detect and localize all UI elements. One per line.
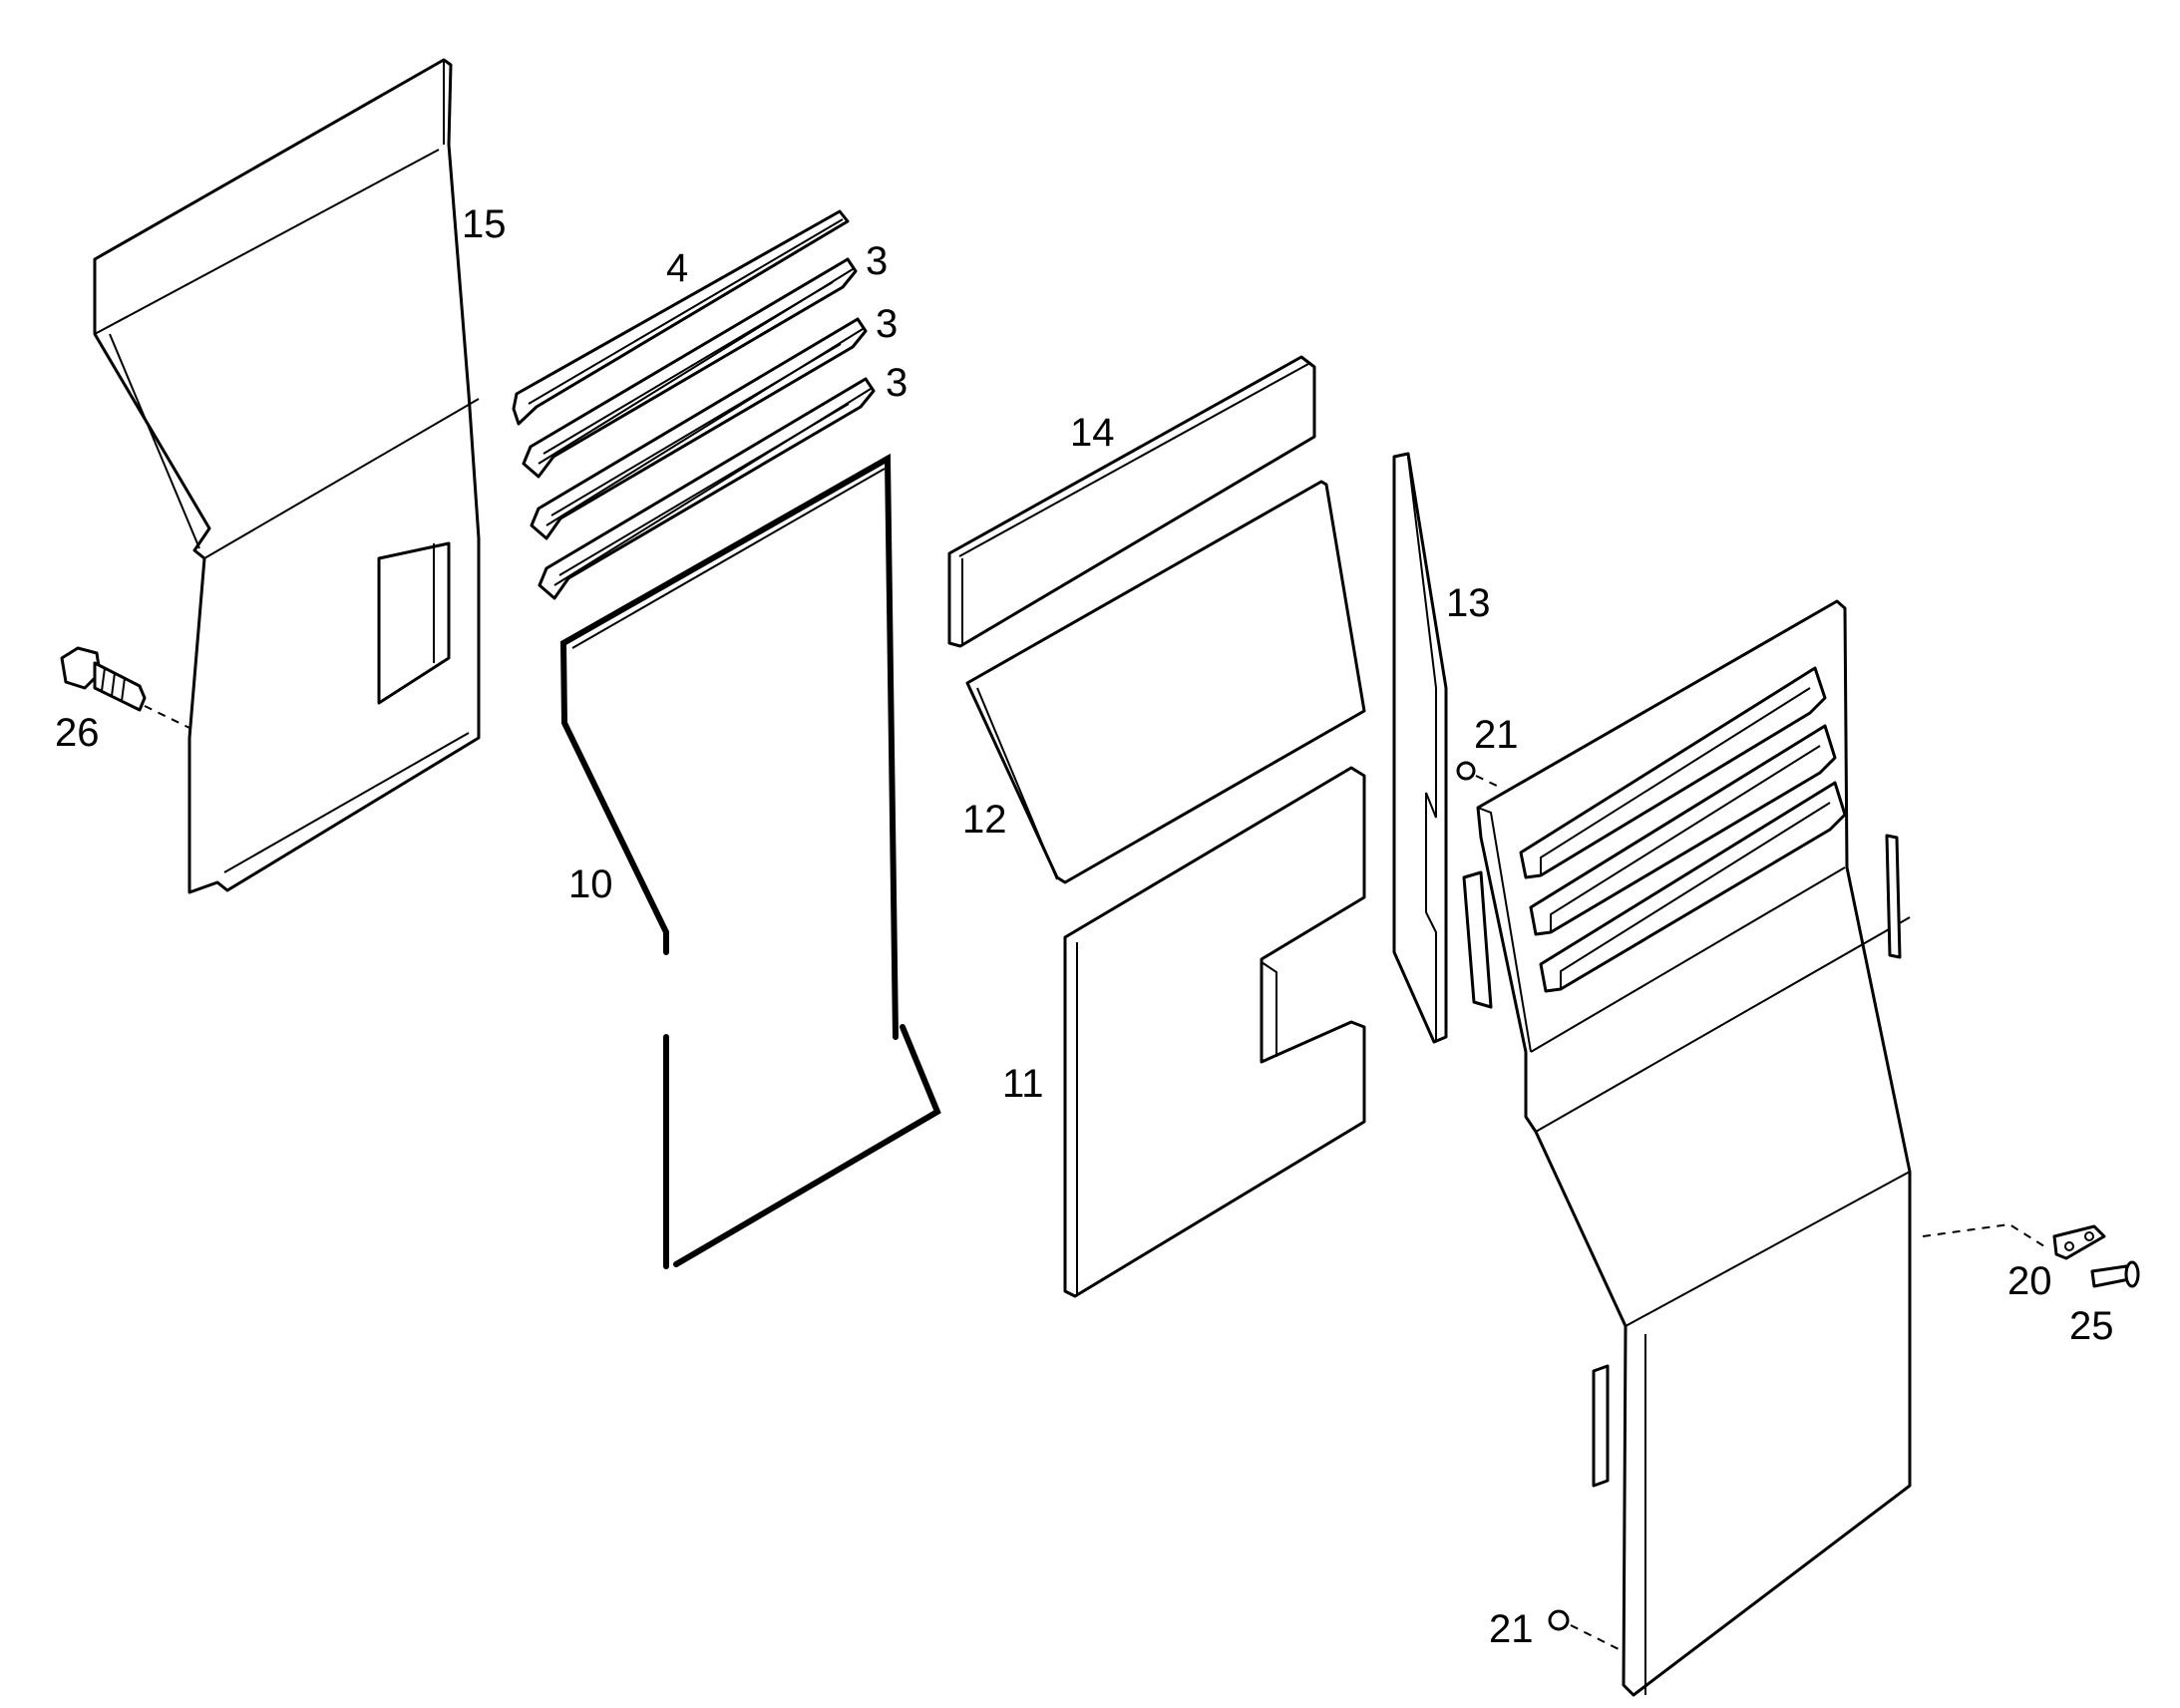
part-21-screw-lower — [1548, 1609, 1622, 1651]
part-21-screw-upper — [1456, 761, 1502, 789]
part-20-latch-bracket — [1922, 1222, 2106, 1260]
callout-14: 14 — [1070, 411, 1115, 455]
part-3-angle-strip-top — [522, 257, 858, 479]
callout-3-middle: 3 — [876, 302, 898, 346]
callout-10: 10 — [568, 862, 613, 906]
part-12-panel — [965, 480, 1366, 884]
callout-20: 20 — [2007, 1259, 2052, 1303]
callout-25: 25 — [2069, 1304, 2114, 1348]
part-4-strip — [512, 209, 850, 426]
callout-26: 26 — [55, 711, 100, 755]
part-3-angle-strip-bottom — [538, 377, 876, 600]
callout-3-bottom: 3 — [886, 361, 908, 405]
part-25-pin — [2090, 1260, 2140, 1288]
callout-21-lower: 21 — [1489, 1607, 1534, 1651]
callout-21-upper: 21 — [1474, 713, 1519, 757]
part-10-gasket — [559, 453, 941, 1269]
callout-4: 4 — [666, 246, 688, 290]
callout-15: 15 — [462, 202, 507, 246]
callout-labels: 15 4 3 3 3 14 13 21 26 12 10 11 20 25 21 — [55, 202, 2114, 1651]
part-3-angle-strip-middle — [530, 317, 868, 540]
callout-3-top: 3 — [866, 239, 888, 283]
part-26-screw — [60, 646, 190, 729]
callout-13: 13 — [1446, 581, 1491, 625]
part-15-back-panel — [93, 58, 481, 894]
part-11-c-panel — [1063, 766, 1366, 1298]
part-14-board — [947, 355, 1316, 648]
main-front-panel — [1462, 599, 1912, 1697]
callout-11: 11 — [1002, 1062, 1044, 1106]
part-13-strip — [1392, 452, 1448, 1044]
callout-12: 12 — [962, 798, 1007, 842]
